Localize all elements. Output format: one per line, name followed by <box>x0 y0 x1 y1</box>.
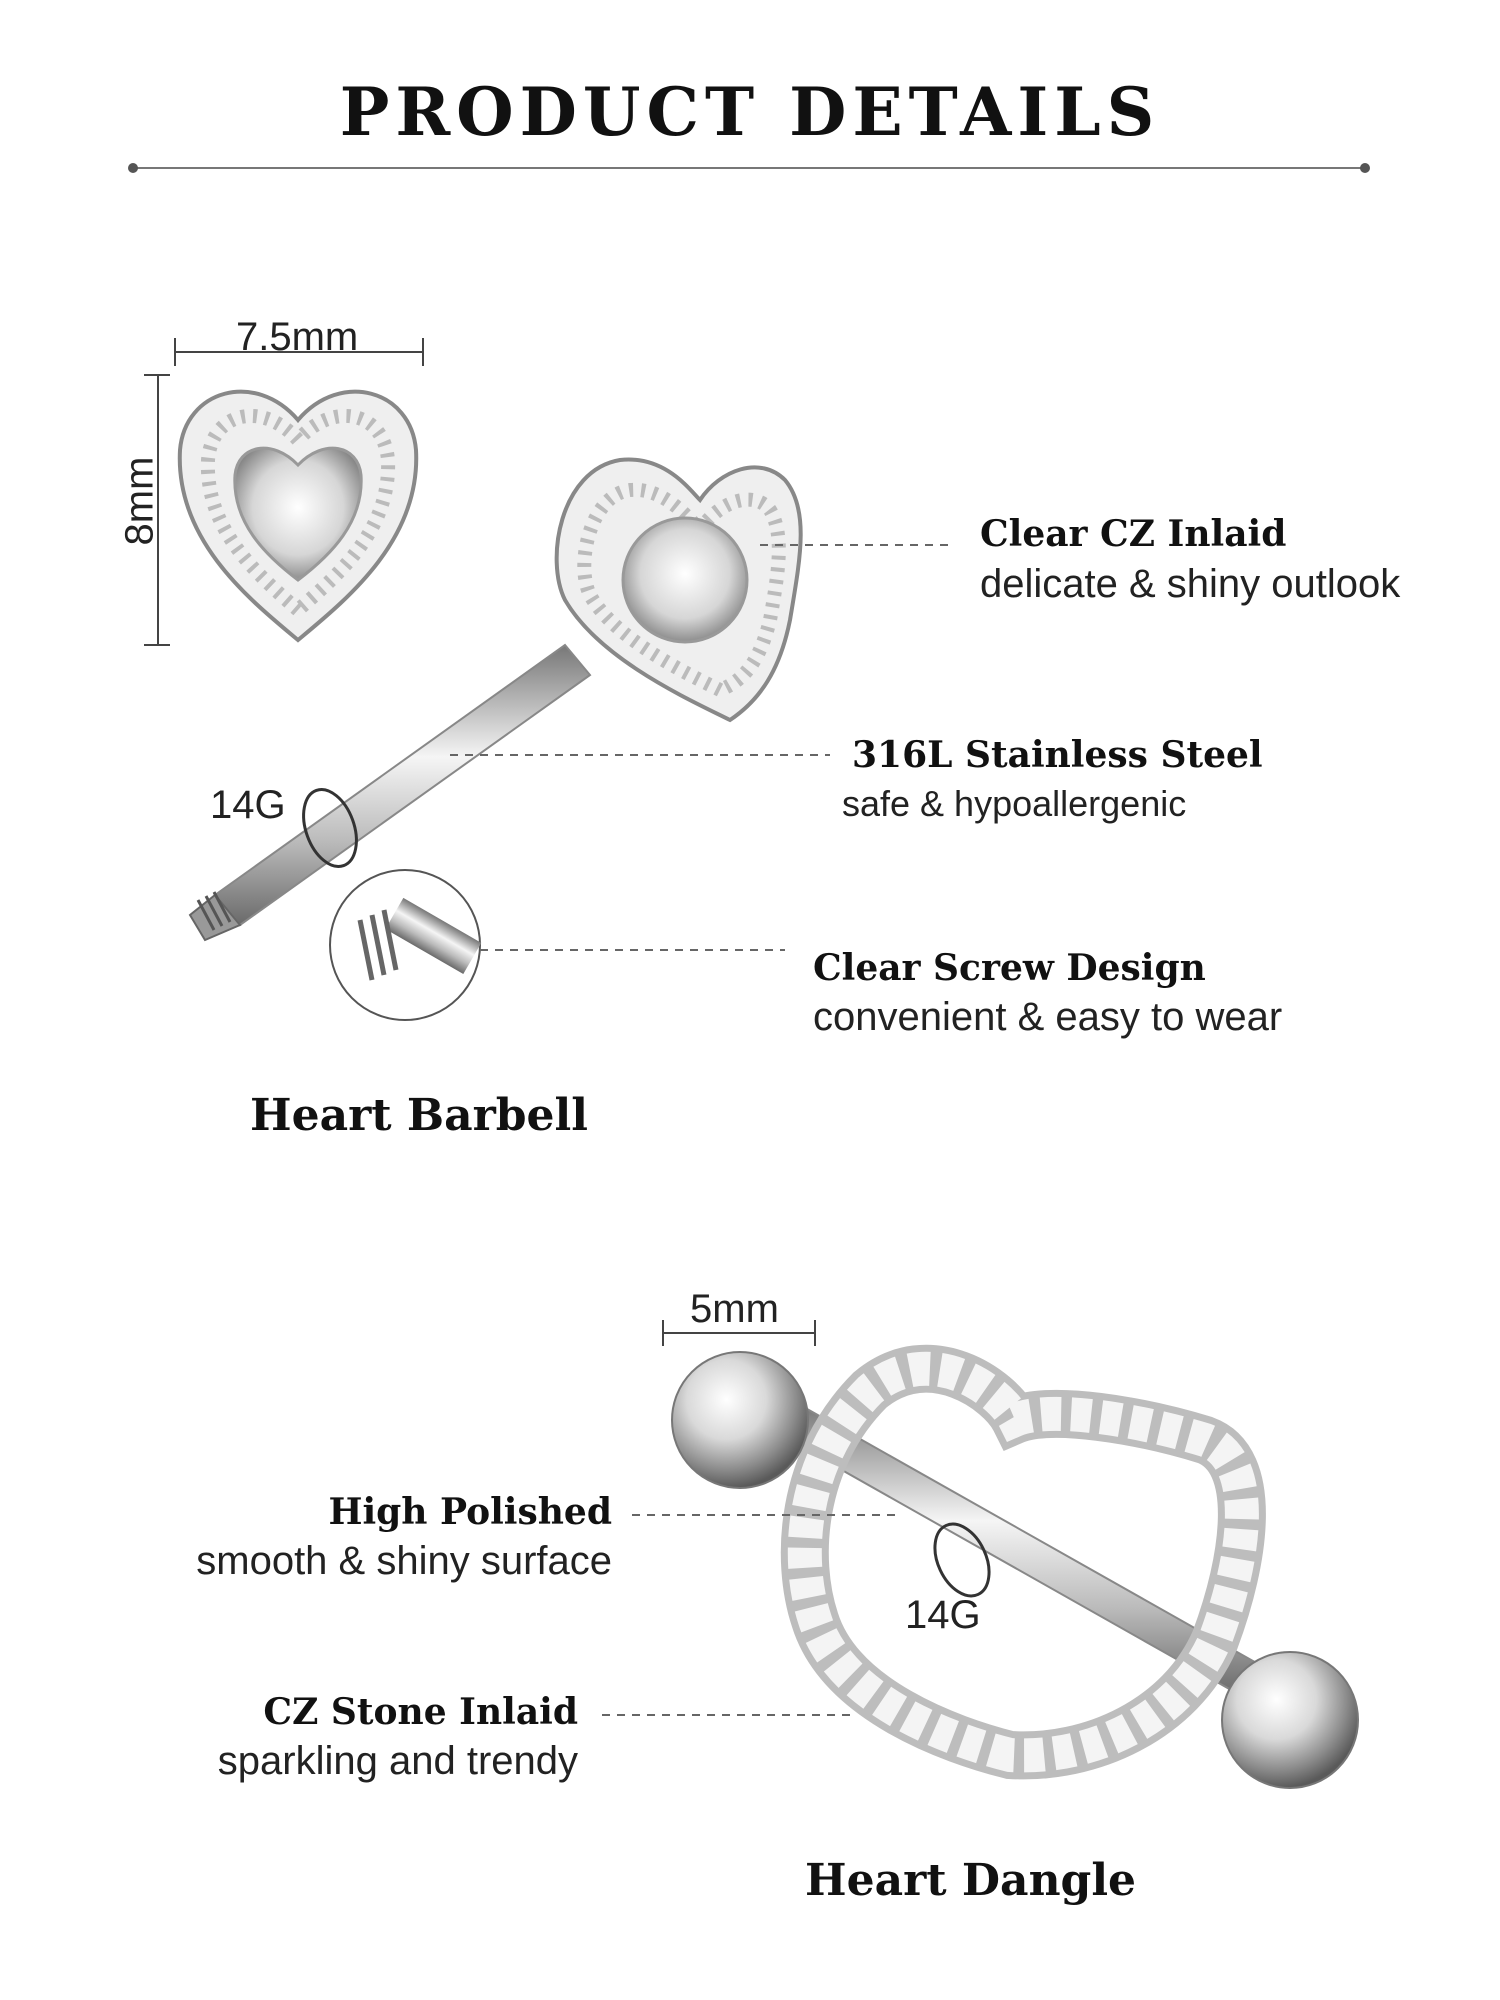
feature-subtitle-cz-stone: sparkling and trendy <box>217 1739 578 1783</box>
dangle-width-dimension-line <box>662 1320 816 1346</box>
barbell-gauge-label: 14G <box>210 783 286 827</box>
feature-title-high-polished: High Polished <box>328 1491 612 1533</box>
feature-subtitle-high-polished: smooth & shiny surface <box>196 1539 612 1583</box>
barbell-bar <box>188 643 592 942</box>
feature-subtitle-clear-cz: delicate & shiny outlook <box>980 562 1401 606</box>
dangle-width-label: 5mm <box>690 1287 779 1331</box>
gauge-marker-dangle <box>933 1522 991 1598</box>
heart-dangle-illustration <box>671 1344 1359 1789</box>
height-dimension-line <box>144 374 170 646</box>
feature-subtitle-stainless-steel: safe & hypoallergenic <box>842 783 1187 824</box>
screw-detail-inset <box>329 869 482 1021</box>
page-title: PRODUCT DETAILS <box>339 73 1161 151</box>
gauge-marker-barbell <box>302 788 358 868</box>
barbell-leader-lines <box>450 544 955 951</box>
heart-barbell-side-view <box>554 457 803 723</box>
dangle-gauge-label: 14G <box>905 1593 981 1637</box>
header-divider <box>128 163 1370 173</box>
product-name-heart-barbell: Heart Barbell <box>250 1090 588 1141</box>
feature-title-cz-stone: CZ Stone Inlaid <box>263 1691 578 1733</box>
width-dimension-line <box>174 338 424 366</box>
dangle-leader-lines <box>602 1514 900 1716</box>
feature-title-clear-cz: Clear CZ Inlaid <box>980 513 1287 555</box>
feature-subtitle-screw-design: convenient & easy to wear <box>813 995 1283 1039</box>
barbell-height-label: 8mm <box>117 456 162 546</box>
feature-title-stainless-steel: 316L Stainless Steel <box>852 734 1263 776</box>
feature-title-screw-design: Clear Screw Design <box>813 947 1206 989</box>
heart-barbell-front-view <box>177 389 419 643</box>
product-name-heart-dangle: Heart Dangle <box>805 1855 1137 1906</box>
barbell-width-label: 7.5mm <box>236 315 359 359</box>
